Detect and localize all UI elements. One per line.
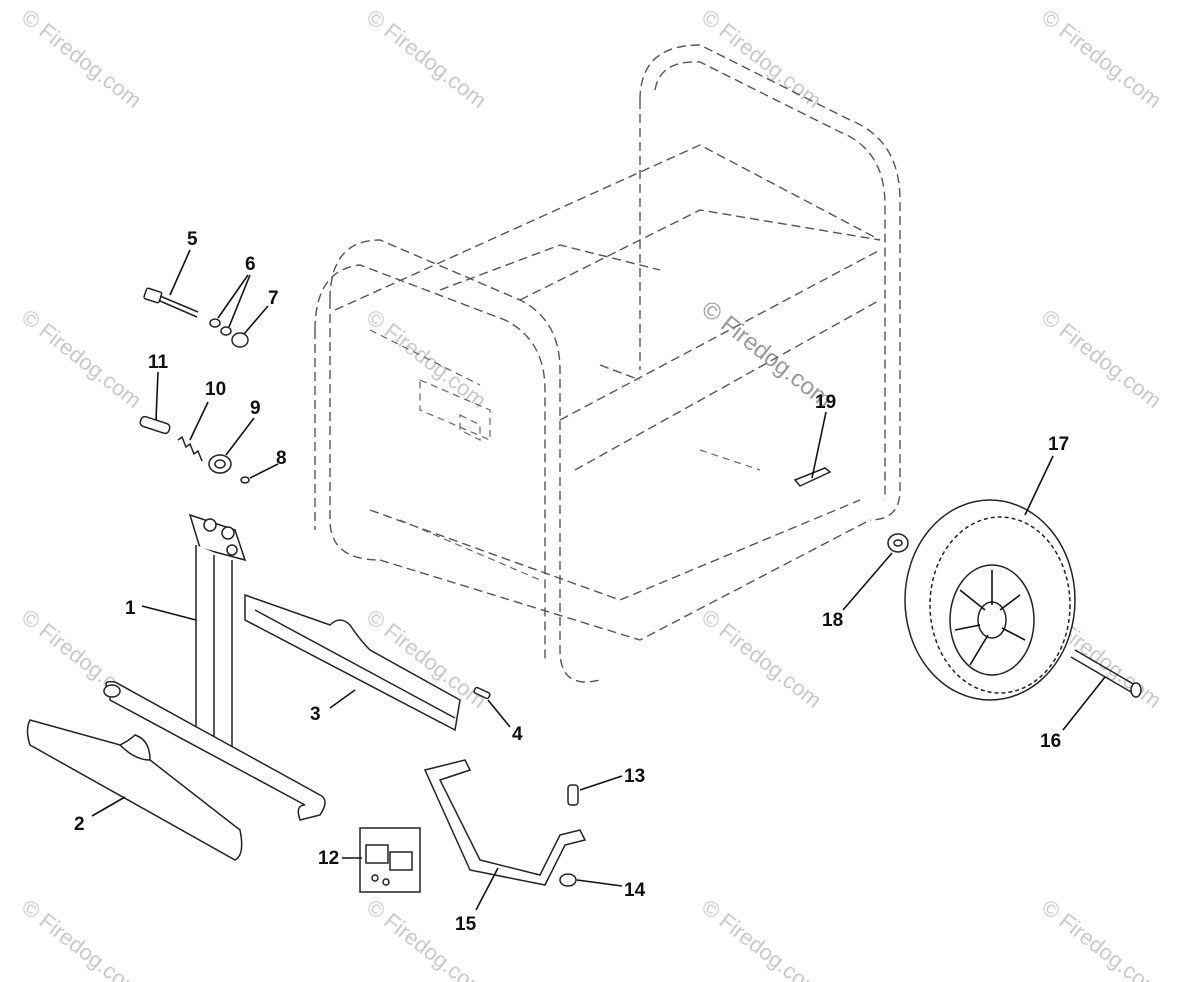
callout-4: 4 [512,724,523,745]
knob-part-9 [208,454,232,474]
callout-2: 2 [74,814,85,835]
watermark: © Firedog.com [17,4,146,113]
watermark: © Firedog.com [362,4,491,113]
callout-16: 16 [1040,731,1061,752]
bracket-part-15 [423,759,587,886]
watermark: © Firedog.com [697,604,826,713]
watermark: © Firedog.com [17,304,146,413]
callout-15: 15 [455,914,477,935]
callout-labels: 1 2 3 4 5 6 7 8 9 10 11 12 13 14 15 16 1… [74,229,1069,935]
callout-18: 18 [822,610,843,631]
callout-19: 19 [815,392,836,413]
watermark: © Firedog.com [1037,304,1166,413]
leader-lines [91,249,1106,911]
wheel-part-17 [904,499,1076,701]
watermark: © Firedog.com [697,894,826,982]
callout-1: 1 [125,598,136,619]
watermark: © Firedog.com [1037,4,1166,113]
callout-10: 10 [205,379,226,400]
callout-8: 8 [276,448,287,469]
generator-frame [314,44,901,683]
base-cover-part-2 [26,719,243,861]
watermark: © Firedog.com [1037,894,1166,982]
nut-part-14 [559,873,577,887]
callout-7: 7 [268,288,279,309]
support-part-1 [103,513,326,821]
pin-part-11 [139,415,171,435]
axle-part-16 [1070,649,1142,698]
pin-part-4 [473,686,491,700]
bolt-part-5 [143,287,199,318]
callout-3: 3 [310,704,321,725]
callout-17: 17 [1048,434,1069,455]
spring-part-10 [177,435,203,462]
screw-part-8 [240,476,250,484]
callout-5: 5 [187,229,198,250]
callout-12: 12 [318,848,339,869]
washers-part-6 [209,318,232,336]
washer-part-18 [887,533,909,553]
callout-11: 11 [148,352,169,373]
watermark: © Firedog.com [17,894,146,982]
kit-part-12 [359,827,421,893]
watermark: © Firedog.com [697,4,826,113]
bolt-part-13 [567,784,579,806]
callout-14: 14 [624,880,646,901]
watermark: © Firedog.com [362,894,491,982]
callout-6: 6 [245,254,256,275]
callout-13: 13 [624,766,645,787]
watermark-layer: © Firedog.com © Firedog.com © Firedog.co… [17,4,1166,982]
callout-9: 9 [250,398,261,419]
nut-part-7 [231,332,249,348]
cover-rail-part-3 [244,593,461,732]
